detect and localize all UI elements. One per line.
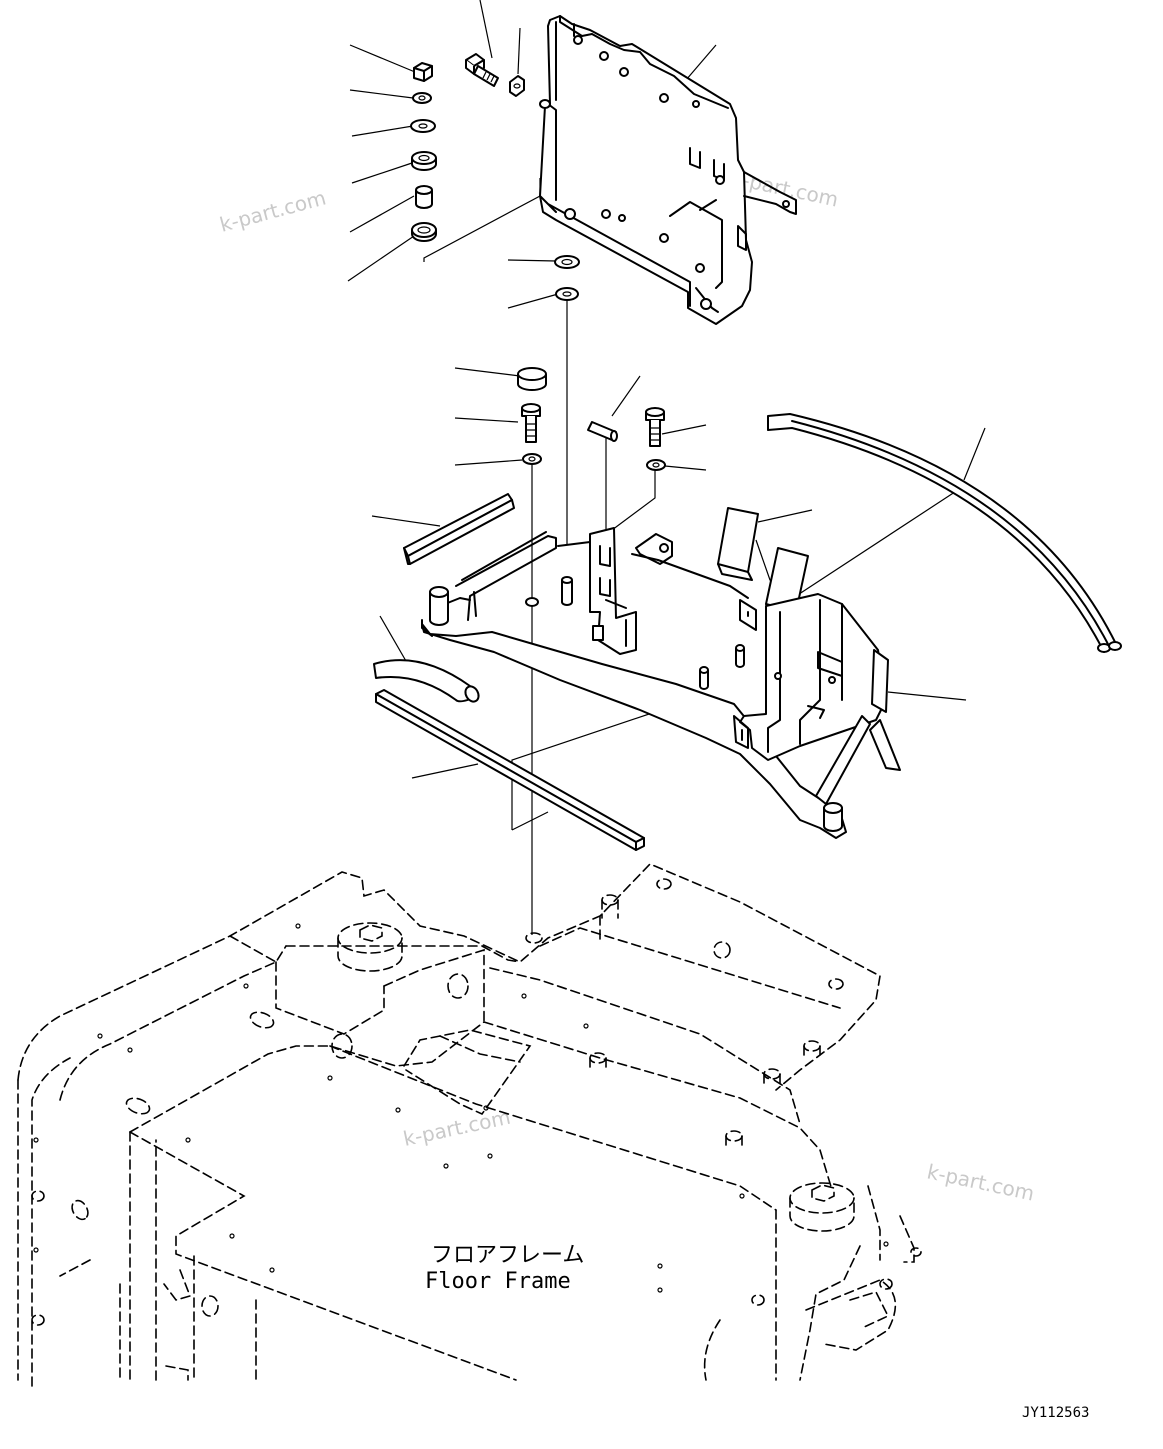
hose-long-icon xyxy=(767,413,1122,653)
seal-strip-lower-icon xyxy=(375,689,645,851)
collar-icon xyxy=(415,185,433,209)
floor-frame xyxy=(17,863,922,1387)
washer-lower-icon xyxy=(555,287,579,301)
washer-upper-icon xyxy=(554,255,580,269)
cushion-washer-icon xyxy=(411,222,437,242)
spring-washer-icon xyxy=(412,92,432,104)
seals-and-hoses xyxy=(373,413,1122,851)
hose-short-icon xyxy=(373,659,480,703)
nut-icon xyxy=(413,62,433,82)
washer-left-icon xyxy=(522,453,542,465)
hardware-stack-left xyxy=(410,53,525,242)
seal-strip-upper-icon xyxy=(403,493,515,565)
bolt-icon xyxy=(465,53,499,87)
lower-bracket xyxy=(421,527,901,839)
cap-icon xyxy=(517,367,547,391)
watermark-center: k-part.com xyxy=(401,1105,513,1151)
leader-lines xyxy=(347,0,986,779)
thick-washer-icon xyxy=(411,151,437,171)
bolt-right-icon xyxy=(645,407,665,447)
frame-holes xyxy=(33,923,889,1293)
alignment-lines xyxy=(423,178,965,935)
hardware-middle xyxy=(517,367,666,471)
pin-icon xyxy=(587,421,618,442)
washer-right-icon xyxy=(646,459,666,471)
floor-frame-label-en: Floor Frame xyxy=(425,1269,571,1294)
upper-bracket xyxy=(539,15,797,325)
watermark-bottom-right: k-part.com xyxy=(925,1159,1037,1205)
clip-icon xyxy=(509,75,525,97)
floor-frame-label-jp: フロアフレーム xyxy=(431,1243,584,1268)
washers-middle xyxy=(554,255,580,301)
pad-upper-icon xyxy=(717,507,759,581)
flat-washer-icon xyxy=(410,119,436,133)
bolt-left-icon xyxy=(521,403,541,443)
watermark-left: k-part.com xyxy=(217,185,328,236)
drawing-code: JY112563 xyxy=(1022,1405,1089,1421)
